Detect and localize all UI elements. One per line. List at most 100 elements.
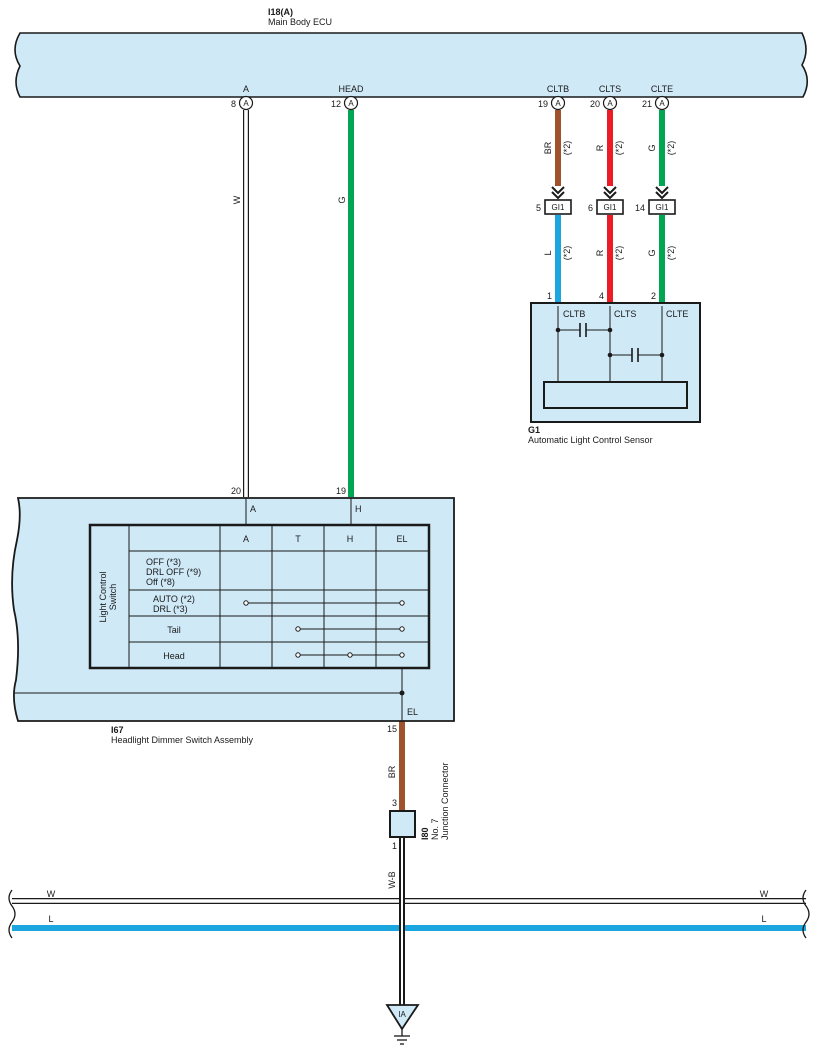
switch-row-off-line1: OFF (*3) <box>146 557 181 567</box>
bus-l-label-left: L <box>48 914 53 924</box>
ecu-body <box>14 32 809 98</box>
capacitor-icon <box>579 323 587 337</box>
switch-col-a: A <box>243 534 249 544</box>
ecu-signal-clte: CLTE <box>651 84 673 94</box>
chevron-cltb <box>551 186 565 200</box>
connector-gi1-6-code: GI1 <box>604 203 617 212</box>
connector-gi1-5-pin: 5 <box>536 203 541 213</box>
ecu-signal-cltb: CLTB <box>547 84 569 94</box>
ecu-signal-a: A <box>243 84 249 94</box>
ground-point: IA <box>385 1004 420 1045</box>
switch-code: I67 <box>111 725 124 735</box>
junction-connector: 3 1 I80 No. 7 Junction Connector <box>389 762 450 851</box>
ecu-pin-8: 8 <box>231 99 236 109</box>
ecu-terminal-19-conn: A <box>555 99 561 108</box>
ground-triangle <box>385 1004 420 1031</box>
wire-a-color: W <box>232 195 242 204</box>
connector-gi1-6 <box>596 199 624 215</box>
switch-terminal-el: EL <box>407 707 418 717</box>
switch-pin-19: 19 <box>336 486 346 496</box>
switch-name: Headlight Dimmer Switch Assembly <box>111 735 254 745</box>
light-control-sensor: 1 4 2 CLTB CLTS CLTE <box>528 291 701 445</box>
switch-table-title-2: Switch <box>108 584 118 611</box>
ecu-terminal-12 <box>343 95 359 111</box>
wire-ground-color: W-B <box>387 871 397 888</box>
chevron-clte <box>655 186 669 200</box>
ecu-terminal-12-conn: A <box>348 99 354 108</box>
switch-row-head: Head <box>163 651 185 661</box>
connector-gi1-14 <box>648 199 676 215</box>
ground-label: IA <box>398 1010 406 1019</box>
chevron-clts <box>603 186 617 200</box>
wire-clte-lower-color: G <box>647 249 657 256</box>
switch-row-auto-line1: AUTO (*2) <box>153 594 195 604</box>
wire-clts-upper-note: (*2) <box>614 141 624 156</box>
inline-connectors: GI1 5 GI1 6 GI1 14 <box>536 186 676 215</box>
switch-terminal-h: H <box>355 504 362 514</box>
ecu-terminal-20-conn: A <box>607 99 613 108</box>
wire-clts-lower-note: (*2) <box>614 246 624 261</box>
switch-row-off-line3: Off (*8) <box>146 577 175 587</box>
sensor-terminal-cltb: CLTB <box>563 309 585 319</box>
junction-code: I80 <box>420 827 430 840</box>
ecu-signal-head: HEAD <box>338 84 364 94</box>
sensor-element <box>543 381 688 409</box>
connector-gi1-5-code: GI1 <box>552 203 565 212</box>
switch-connections <box>243 600 405 658</box>
connector-gi1-6-pin: 6 <box>588 203 593 213</box>
wire-el-out-color: BR <box>387 765 397 778</box>
ecu-pin-21: 21 <box>642 99 652 109</box>
wire-cltb-upper-note: (*2) <box>562 141 572 156</box>
wire-clte-upper-note: (*2) <box>666 141 676 156</box>
ecu-pin-20: 20 <box>590 99 600 109</box>
sensor-circuit <box>557 306 663 382</box>
junction-line2: No. 7 <box>430 818 440 840</box>
main-body-ecu: I18(A) Main Body ECU A HEAD CLTB CLTS CL… <box>14 7 809 109</box>
switch-row-auto-line2: DRL (*3) <box>153 604 188 614</box>
ecu-name: Main Body ECU <box>268 17 332 27</box>
wire-clts-lower-color: R <box>595 249 605 256</box>
capacitor-icon <box>631 348 639 362</box>
switch-col-el: EL <box>396 534 407 544</box>
ground-icon <box>394 1029 410 1045</box>
sensor-terminal-clts: CLTS <box>614 309 636 319</box>
junction-line3: Junction Connector <box>440 762 450 840</box>
ecu-terminal-21 <box>654 95 670 111</box>
ecu-terminal-19 <box>550 95 566 111</box>
sensor-code: G1 <box>528 425 540 435</box>
ecu-pin-19: 19 <box>538 99 548 109</box>
connector-gi1-5 <box>544 199 572 215</box>
headlight-dimmer-switch: 20 19 A H Light Control Switch A T H EL … <box>11 486 455 745</box>
junction-pin-3: 3 <box>392 798 397 808</box>
switch-table <box>88 523 431 670</box>
wire-clte-upper-color: G <box>647 144 657 151</box>
ecu-terminals: A A A A A <box>238 95 670 111</box>
connector-gi1-14-code: GI1 <box>656 203 669 212</box>
ecu-terminal-20 <box>602 95 618 111</box>
junction-pin-1: 1 <box>392 841 397 851</box>
wire-cltb-lower-color: L <box>543 250 553 255</box>
ecu-terminal-21-conn: A <box>659 99 665 108</box>
sensor-terminal-clte: CLTE <box>666 309 688 319</box>
switch-col-t: T <box>295 534 301 544</box>
wire-head-color: G <box>337 196 347 203</box>
switch-el-junction <box>399 690 405 696</box>
junction-dots <box>555 327 665 358</box>
bus-break-marks <box>8 889 810 939</box>
sensor-pin-4: 4 <box>599 291 604 301</box>
switch-table-grid <box>128 525 429 668</box>
wires: W G BR (*2) R (*2) G (*2) L (*2) R (*2) … <box>232 110 676 1005</box>
sensor-pin-2: 2 <box>651 291 656 301</box>
junction-body <box>389 810 416 838</box>
switch-row-tail: Tail <box>167 625 181 635</box>
switch-row-off-line2: DRL OFF (*9) <box>146 567 201 577</box>
ecu-terminal-8 <box>238 95 254 111</box>
switch-table-title-1: Light Control <box>98 571 108 622</box>
switch-col-h: H <box>347 534 354 544</box>
switch-terminal-a: A <box>250 504 256 514</box>
bus-w-label-left: W <box>47 889 56 899</box>
wire-clte-lower-note: (*2) <box>666 246 676 261</box>
sensor-pin-1: 1 <box>547 291 552 301</box>
connector-gi1-14-pin: 14 <box>635 203 645 213</box>
bus-w-label-right: W <box>760 889 769 899</box>
